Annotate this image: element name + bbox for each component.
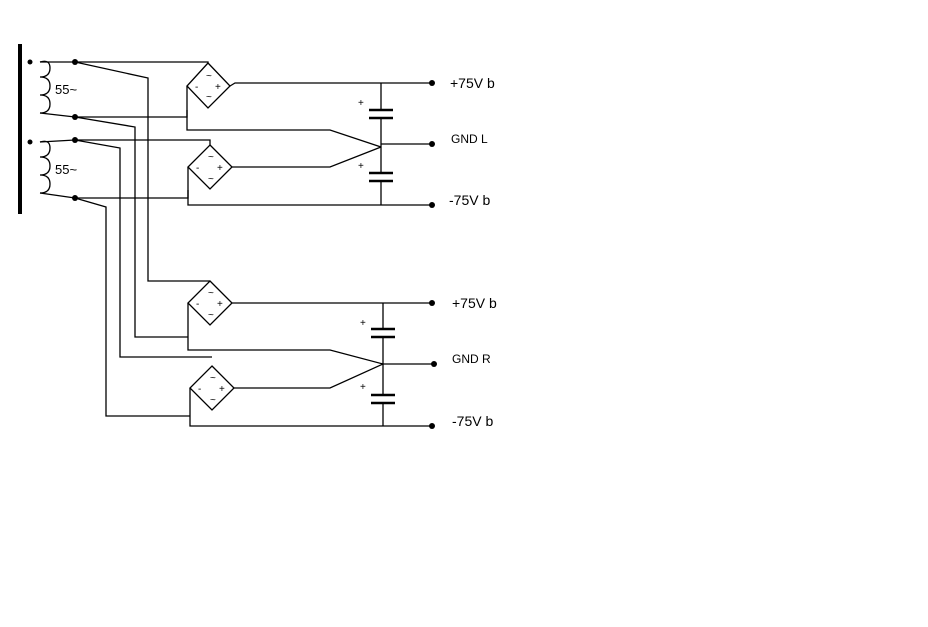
svg-text:+: + [217,163,223,174]
capacitor-l-upper: + [358,98,393,120]
capacitor-r-upper: + [360,318,395,339]
svg-text:+: + [360,318,366,329]
svg-text:+: + [217,299,223,310]
capacitor-l-lower: + [358,161,393,183]
svg-text:~: ~ [210,395,216,406]
svg-text:~: ~ [210,373,216,384]
label-gnd-r: GND R [452,352,491,366]
transformer-winding-1: 55~ [27,59,77,118]
svg-text:~: ~ [208,152,214,163]
output-terminal-l-gnd [429,141,435,147]
svg-text:-: - [198,384,201,395]
svg-text:~: ~ [208,288,214,299]
output-terminal-l-plus [429,80,435,86]
dc-wiring-right [187,302,434,427]
svg-text:~: ~ [206,92,212,103]
winding-label-2: 55~ [55,162,77,177]
svg-text:~: ~ [206,71,212,82]
ac-wiring [74,61,212,417]
bridge-rectifier-3: ~ ~ + - [187,280,233,326]
svg-text:+: + [219,384,225,395]
output-terminal-r-minus [429,423,435,429]
svg-text:+: + [358,161,364,172]
transformer-winding-2: 55~ [27,139,77,199]
svg-text:~: ~ [208,310,214,321]
output-terminal-r-gnd [431,361,437,367]
svg-text:-: - [196,299,199,310]
svg-text:+: + [360,382,366,393]
bridge-rectifier-2: ~ ~ + - [187,144,233,190]
svg-text:+: + [215,82,221,93]
svg-text:~: ~ [208,174,214,185]
bridge-rectifier-4: ~ ~ + - [189,365,235,411]
label-r-plus: +75V b [452,295,497,311]
output-terminal-r-plus [429,300,435,306]
svg-text:-: - [195,82,198,93]
label-l-plus: +75V b [450,75,495,91]
phase-dot-1 [27,59,33,65]
winding-label-1: 55~ [55,82,77,97]
label-r-minus: -75V b [452,413,493,429]
capacitor-r-lower: + [360,382,395,405]
svg-text:-: - [196,163,199,174]
output-terminal-l-minus [429,202,435,208]
label-gnd-l: GND L [451,132,488,146]
svg-text:+: + [358,98,364,109]
phase-dot-2 [27,139,33,145]
label-l-minus: -75V b [449,192,490,208]
bridge-rectifier-1: ~ ~ + - [186,62,231,109]
dc-wiring-left [186,82,432,206]
